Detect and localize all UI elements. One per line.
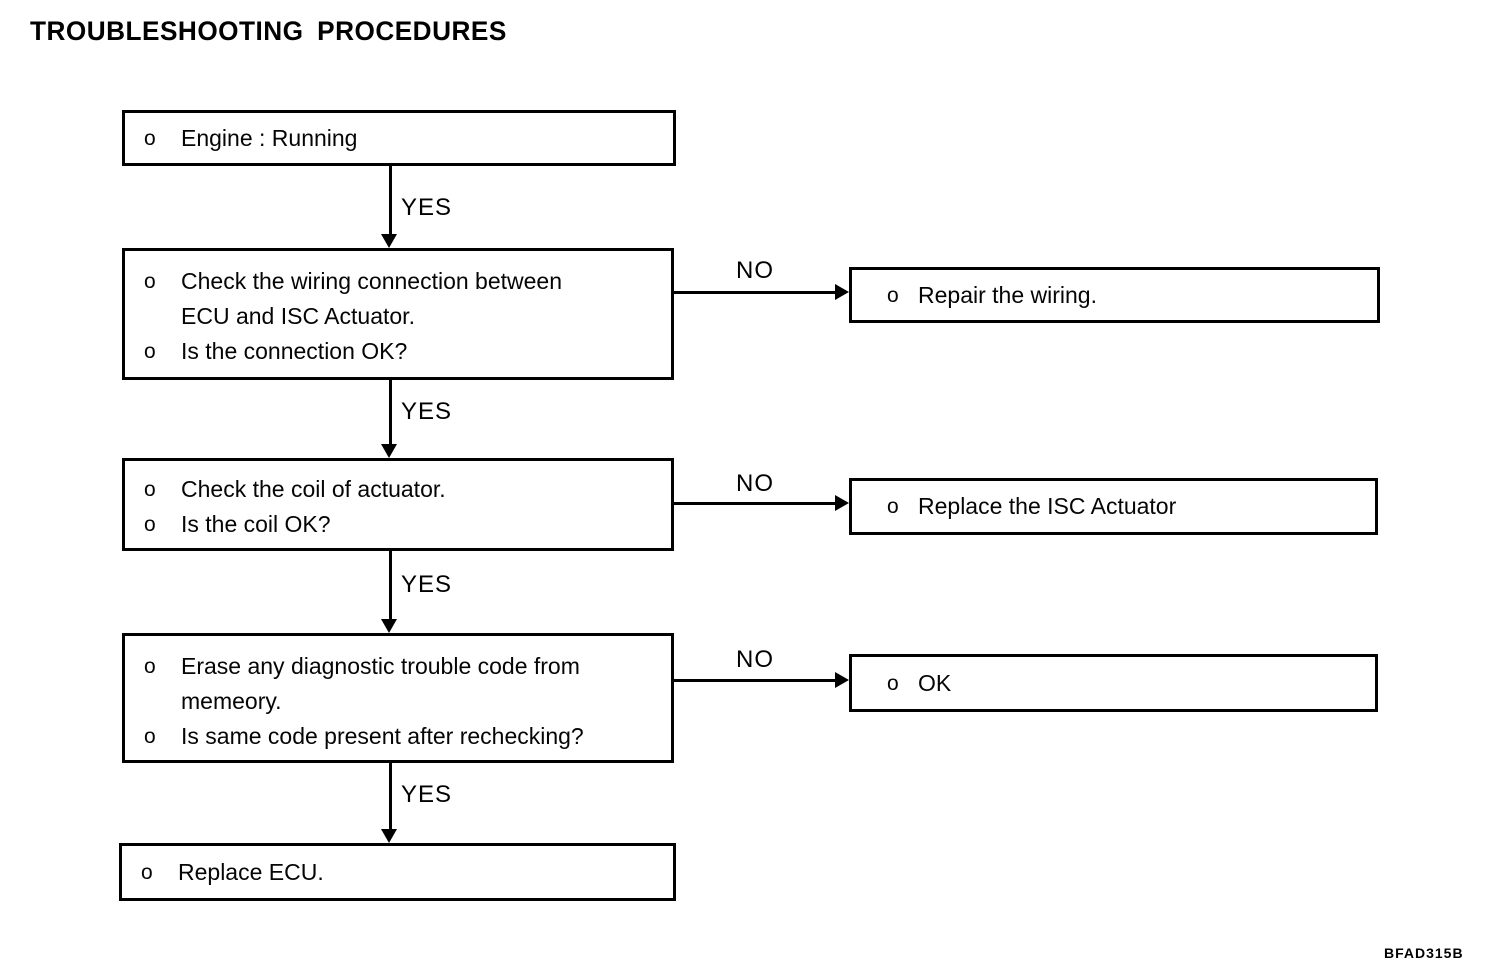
flow-box-line: o Is the coil OK? <box>125 507 671 542</box>
yes-connector-line-2 <box>389 380 392 445</box>
flow-box-erase-code: o Erase any diagnostic trouble code from… <box>122 633 674 763</box>
flow-box-line: o OK <box>852 666 1375 701</box>
bullet-marker <box>125 684 181 719</box>
flow-box-text: memeory. <box>181 688 282 714</box>
right-arrowhead-icon-3 <box>835 672 849 688</box>
flow-box-line: o Is same code present after rechecking? <box>125 719 671 754</box>
flow-box-check-coil: o Check the coil of actuator. o Is the c… <box>122 458 674 551</box>
bullet-marker: o <box>141 860 153 884</box>
flow-box-replace-ecu: o Replace ECU. <box>119 843 676 901</box>
yes-connector-line-3 <box>389 551 392 620</box>
flow-box-line: o Is the connection OK? <box>125 334 671 369</box>
bullet-marker: o <box>144 513 156 536</box>
flow-box-text: Is the connection OK? <box>181 338 408 364</box>
bullet-marker: o <box>144 725 156 748</box>
no-label-3: NO <box>736 646 774 673</box>
down-arrowhead-icon-2 <box>381 444 397 458</box>
bullet-marker: o <box>144 340 156 363</box>
flow-box-text: ECU and ISC Actuator. <box>181 303 415 329</box>
flow-box-line: o Replace the ISC Actuator <box>852 489 1375 524</box>
flow-box-text: OK <box>918 669 952 696</box>
no-connector-line-2 <box>674 502 836 505</box>
flow-box-line: memeory. <box>125 684 671 719</box>
flow-box-line: o Check the coil of actuator. <box>125 472 671 507</box>
flow-box-check-wiring: o Check the wiring connection between EC… <box>122 248 674 380</box>
yes-connector-line-1 <box>389 166 392 235</box>
no-connector-line-1 <box>674 291 836 294</box>
no-label-2: NO <box>736 470 774 497</box>
flow-box-text: Is the coil OK? <box>181 511 331 537</box>
flow-box-text: Engine : Running <box>181 124 358 151</box>
down-arrowhead-icon-1 <box>381 234 397 248</box>
flow-box-repair-wiring: o Repair the wiring. <box>849 267 1380 323</box>
page-title: TROUBLESHOOTING PROCEDURES <box>30 16 507 46</box>
flow-box-line: o Check the wiring connection between <box>125 264 671 299</box>
flow-box-line: o Repair the wiring. <box>852 278 1377 313</box>
flow-box-text: Replace ECU. <box>178 858 324 885</box>
flow-box-text: Check the coil of actuator. <box>181 476 446 502</box>
bullet-marker: o <box>887 495 899 518</box>
figure-code: BFAD315B <box>1384 945 1464 961</box>
bullet-marker <box>125 299 181 334</box>
flow-box-line: o Engine : Running <box>125 121 673 156</box>
yes-label-1: YES <box>401 194 453 221</box>
bullet-marker: o <box>144 478 156 501</box>
bullet-marker: o <box>887 671 899 695</box>
flow-box-ok: o OK <box>849 654 1378 712</box>
flow-box-line: ECU and ISC Actuator. <box>125 299 671 334</box>
yes-label-3: YES <box>401 571 453 598</box>
down-arrowhead-icon-3 <box>381 619 397 633</box>
right-arrowhead-icon-2 <box>835 495 849 511</box>
bullet-marker: o <box>887 283 899 307</box>
flow-box-line: o Erase any diagnostic trouble code from <box>125 649 671 684</box>
no-connector-line-3 <box>674 679 836 682</box>
bullet-marker: o <box>144 270 156 293</box>
no-label-1: NO <box>736 257 774 284</box>
flow-box-replace-isc-actuator: o Replace the ISC Actuator <box>849 478 1378 535</box>
flow-box-text: Is same code present after rechecking? <box>181 723 584 749</box>
flow-box-text: Check the wiring connection between <box>181 268 563 294</box>
yes-connector-line-4 <box>389 763 392 830</box>
yes-label-2: YES <box>401 398 453 425</box>
flow-box-text: Replace the ISC Actuator <box>918 493 1177 519</box>
flow-box-text: Repair the wiring. <box>918 281 1097 308</box>
bullet-marker: o <box>144 655 156 678</box>
bullet-marker: o <box>144 126 156 150</box>
yes-label-4: YES <box>401 781 453 808</box>
flow-box-line: o Replace ECU. <box>122 855 673 890</box>
right-arrowhead-icon-1 <box>835 284 849 300</box>
flow-box-text: Erase any diagnostic trouble code from <box>181 653 580 679</box>
down-arrowhead-icon-4 <box>381 829 397 843</box>
flow-box-engine-running: o Engine : Running <box>122 110 676 166</box>
